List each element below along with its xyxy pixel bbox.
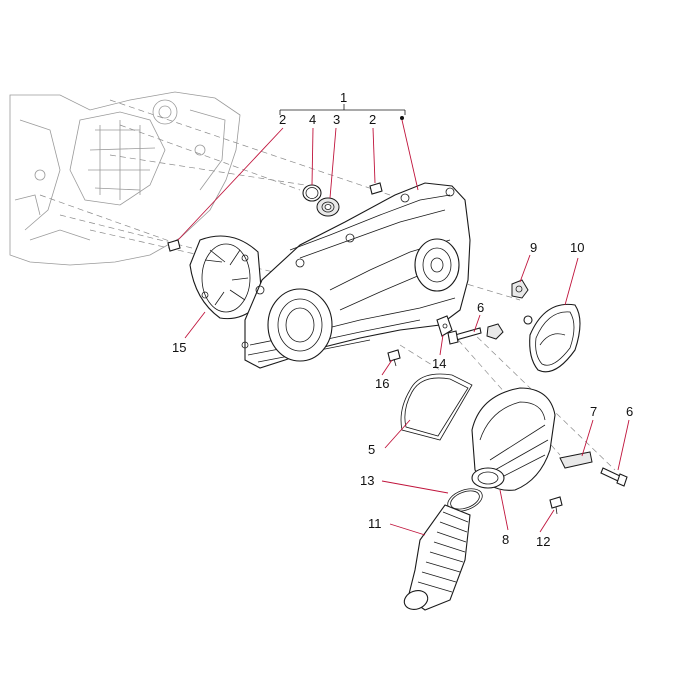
part-2-dowel-pin-right <box>369 182 383 195</box>
bracket-dot <box>400 116 404 120</box>
label-5: 5 <box>368 442 375 457</box>
label-7: 7 <box>590 404 597 419</box>
label-13: 13 <box>360 473 374 488</box>
part-10-emblem-cover <box>529 303 581 373</box>
label-9: 9 <box>530 240 537 255</box>
part-2-dowel-pin-left <box>167 239 181 252</box>
label-3: 3 <box>333 112 340 127</box>
leader-lines <box>177 119 630 536</box>
part-6-bolt-upper <box>447 327 482 345</box>
label-6-upper: 6 <box>477 300 484 315</box>
label-2-right: 2 <box>369 112 376 127</box>
part-6-bolt-lower <box>600 467 628 487</box>
washer <box>523 315 533 325</box>
part-1-transmission-cover <box>241 182 471 369</box>
label-11: 11 <box>368 516 382 531</box>
label-4: 4 <box>309 112 316 127</box>
part-11-intake-bellows <box>403 504 471 611</box>
part-4-circlip <box>302 184 322 202</box>
part-9-grommet <box>511 279 529 299</box>
nut <box>486 323 504 340</box>
part-14-clip <box>436 315 453 337</box>
assembly-bracket-1 <box>279 104 406 120</box>
part-12-screw <box>549 496 563 515</box>
part-labels: 1 2 4 3 2 9 10 6 15 14 16 7 6 5 13 11 8 … <box>172 90 633 549</box>
label-6-lower: 6 <box>626 404 633 419</box>
label-10: 10 <box>570 240 584 255</box>
part-8-intake-cover <box>471 387 556 491</box>
label-16: 16 <box>375 376 389 391</box>
engine-crankcase-outline <box>9 91 241 266</box>
label-14: 14 <box>432 356 446 371</box>
label-8: 8 <box>502 532 509 547</box>
label-1: 1 <box>340 90 347 105</box>
part-3-bearing <box>316 197 340 217</box>
label-2-left: 2 <box>279 112 286 127</box>
part-16-screw <box>387 349 401 367</box>
part-5-gasket <box>400 373 473 441</box>
part-15-plate <box>189 235 263 320</box>
part-7-bracket <box>559 451 593 469</box>
label-15: 15 <box>172 340 186 355</box>
label-12: 12 <box>536 534 550 549</box>
